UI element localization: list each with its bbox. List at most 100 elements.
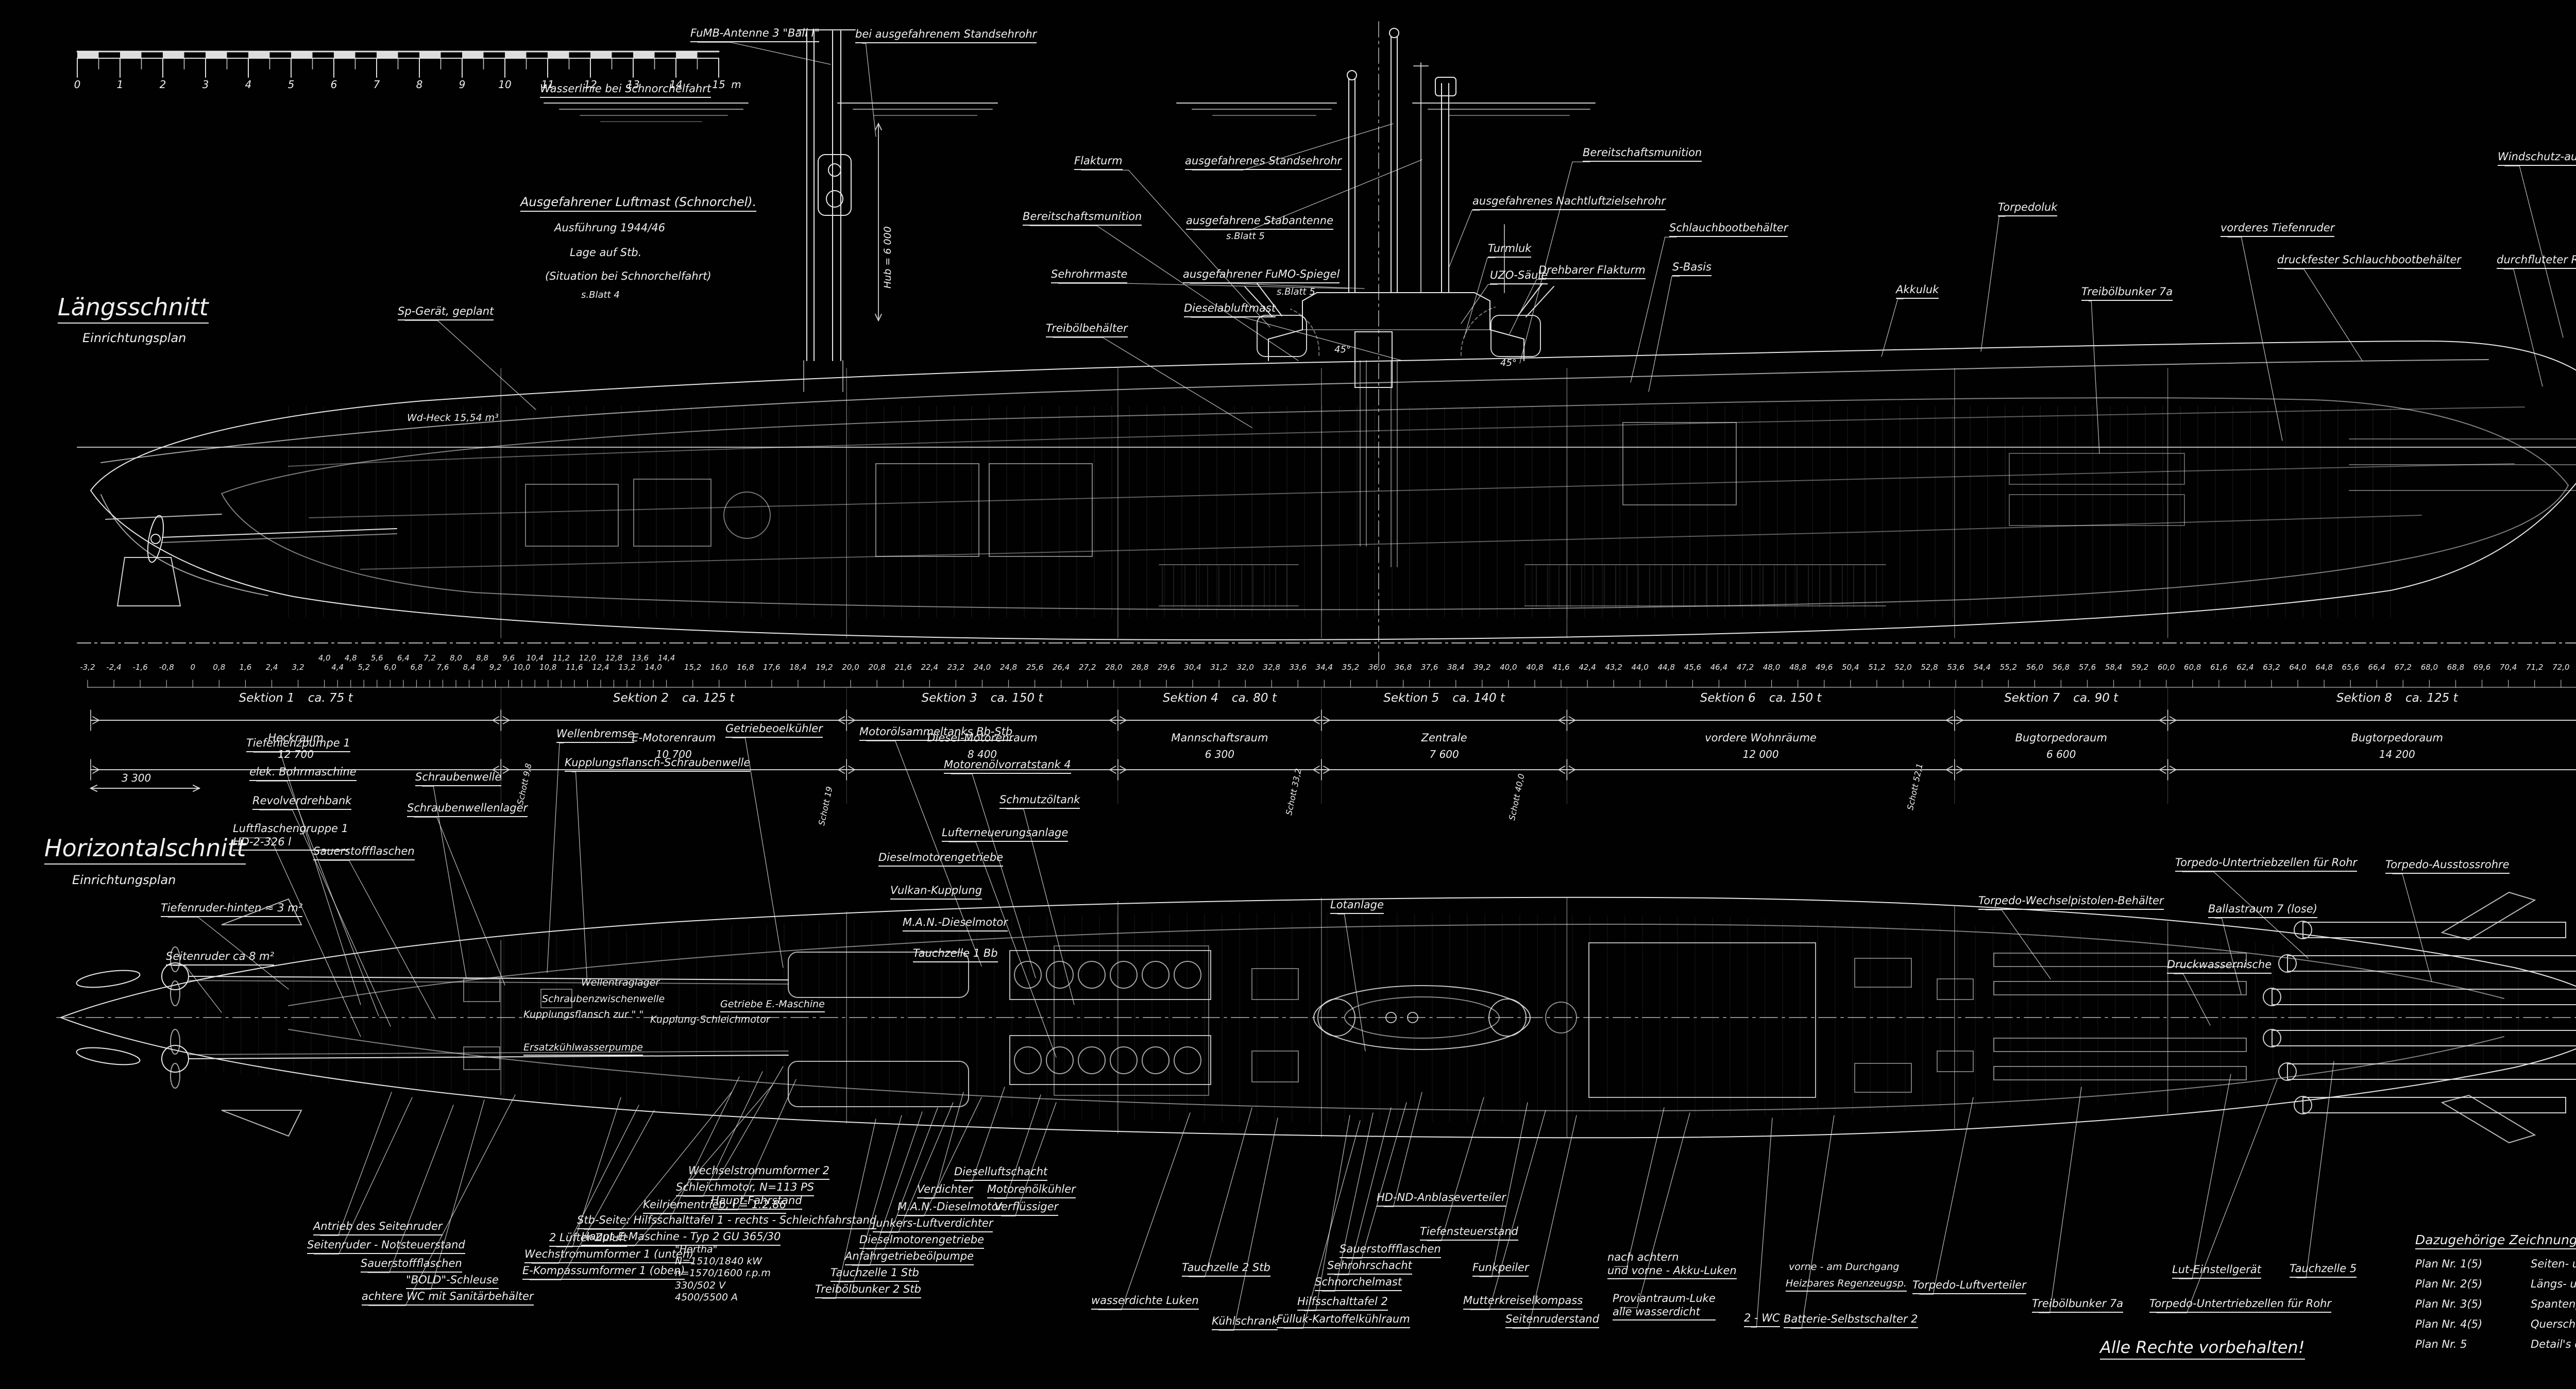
plan-view	[56, 891, 2576, 1144]
ruler-tick-label: 4	[245, 78, 252, 91]
annotation-label: s.Blatt 4	[581, 290, 620, 300]
annotation-label: Sehrohrschacht	[1327, 1259, 1412, 1275]
ruler-tick-label: 15	[712, 78, 725, 91]
station-number: 24,8	[999, 663, 1018, 672]
section-secroom: vordere Wohnräume	[1705, 732, 1817, 744]
station-number: 68,8	[2447, 663, 2465, 672]
annotation-label: Schleichmotor, N=113 PS	[676, 1181, 815, 1196]
station-number: 9,2	[489, 663, 502, 672]
station-number: 6,0	[384, 663, 397, 672]
section-weight: ca. 80 t	[1231, 691, 1277, 705]
station-number: 13,2	[618, 663, 636, 672]
annotation-label: 2 Lüfter-Zuluft	[549, 1231, 628, 1247]
drawing-list-heading: Dazugehörige Zeichnungen:	[2415, 1232, 2576, 1249]
annotation-label: Lufterneuerungsanlage	[942, 826, 1069, 842]
station-number: 57,6	[2078, 663, 2096, 672]
station-number: 6,8	[410, 663, 423, 672]
section-weight: ca. 140 t	[1452, 691, 1505, 705]
drawing-list-row: Plan Nr. 1(5) Seiten- und Draufsicht	[2415, 1258, 2576, 1270]
annotation-label: Turmluk	[1488, 242, 1532, 258]
station-number: -1,6	[132, 663, 148, 672]
section-secroom: Zentrale	[1421, 732, 1467, 744]
station-number: 66,4	[2368, 663, 2385, 672]
station-number: 7,2	[423, 653, 436, 663]
station-number: 69,6	[2473, 663, 2491, 672]
ruler-tick-label: 3	[202, 78, 209, 91]
drawing-list-row: Plan Nr. 3(5)Spantenplan und H.S.	[2415, 1298, 2576, 1310]
station-number: 68,0	[2420, 663, 2438, 672]
drawing-plan-desc: Seiten- und Draufsicht	[2531, 1258, 2576, 1270]
section-secroom: E-Motorenraum	[632, 732, 716, 744]
annotation-label: Luftflaschengruppe 1 HD-2-326 l	[233, 822, 348, 851]
annotation-label: Sauerstoffflaschen	[361, 1257, 462, 1273]
annotation-label: HD-ND-Anblaseverteiler	[1377, 1191, 1506, 1207]
station-number: -0,8	[159, 663, 174, 672]
annotation-label: Motorölsammeltanks Bb-Stb	[859, 725, 1013, 741]
station-number: 11,6	[566, 663, 583, 672]
station-number: 30,4	[1184, 663, 1201, 672]
annotation-label: Seitenruder ca 8 m²	[166, 950, 275, 965]
annotation-label: Tauchzelle 1 Bb	[913, 947, 998, 962]
station-number: 36,0	[1368, 663, 1386, 672]
annotation-label: Tiefenruder-hinten ≈ 3 m²	[161, 902, 303, 917]
annotation-label: Dieselmotorengetriebe	[878, 851, 1003, 867]
station-number: 39,2	[1473, 663, 1491, 672]
annotation-label: Schraubenwellenlager	[407, 802, 528, 817]
drawing-plan-desc: Detail's der Ausrüst.	[2531, 1338, 2576, 1350]
annotation-label: Lotanlage	[1330, 899, 1384, 914]
station-number: 33,6	[1289, 663, 1307, 672]
annotation-label: Antrieb des Seitenruder	[313, 1220, 443, 1235]
drawing-list-row: Plan Nr. 4(5)Querschnitte u. Detail	[2415, 1318, 2576, 1330]
ruler-tick-label: 8	[416, 78, 423, 91]
annotation-label: Torpedo-Untertriebzellen für Rohr	[2175, 856, 2358, 872]
annotation-label: Hilfsschalttafel 2	[1297, 1295, 1388, 1311]
annotation-label: Torpedo-Luftverteiler	[1912, 1279, 2026, 1294]
annotation-label: nach achtern und vorne - Akku-Luken	[1607, 1251, 1737, 1280]
station-number: 0	[190, 663, 196, 672]
annotation-label: Tiefenlenzpumpe 1	[246, 737, 350, 752]
annotation-label: achtere WC mit Sanitärbehälter	[362, 1290, 534, 1306]
annotation-label: Haupt-Fahrstand	[711, 1194, 802, 1210]
annotation-label: Horizontalschnitt	[44, 834, 246, 865]
drawing-plan-number: Plan Nr. 1(5)	[2415, 1258, 2483, 1270]
annotation-label: Lut-Einstellgerät	[2172, 1263, 2261, 1279]
section-secroom: Bugtorpedoraum	[2015, 732, 2107, 744]
annotation-label: Torpedoluk	[1998, 201, 2058, 216]
station-number: 58,4	[2105, 663, 2123, 672]
annotation-label: s.Blatt 5	[1277, 286, 1315, 297]
annotation-label: Verdichter	[917, 1183, 973, 1198]
station-number: 4,4	[331, 663, 344, 672]
station-number: 19,2	[816, 663, 833, 672]
section-secroom: Mannschaftsraum	[1171, 732, 1268, 744]
station-number: 37,6	[1420, 663, 1438, 672]
station-number: 35,2	[1342, 663, 1360, 672]
annotation-label: Batterie-Selbstschalter 2	[1784, 1313, 1918, 1328]
station-number: 11,2	[552, 653, 570, 663]
section-weight: ca. 125 t	[682, 691, 735, 705]
station-number: 20,0	[842, 663, 859, 672]
drawing-plan-number: Plan Nr. 2(5)	[2415, 1278, 2483, 1290]
annotation-label: 45°	[1334, 344, 1351, 355]
annotation-label: 3 300	[122, 772, 151, 784]
station-number: 71,2	[2526, 663, 2544, 672]
annotation-label: Einrichtungsplan	[82, 331, 187, 345]
section-secroom: Heckraum	[268, 732, 324, 744]
section-seclen: 10 700	[655, 748, 692, 760]
station-number: 12,0	[579, 653, 597, 663]
drawing-plan-desc: Querschnitte u. Detail	[2531, 1318, 2576, 1330]
ruler-tick-label: 0	[74, 78, 81, 91]
station-number: 41,6	[1552, 663, 1570, 672]
annotation-label: Sauerstoffflaschen	[313, 845, 415, 860]
station-number: 53,6	[1947, 663, 1964, 672]
ruler-tick-label: 9	[459, 78, 466, 91]
station-number: 32,8	[1263, 663, 1280, 672]
annotation-label: Schnorchelmast	[1315, 1276, 1402, 1291]
station-number: 21,6	[894, 663, 912, 672]
annotation-label: Getriebe E.-Maschine	[720, 998, 825, 1013]
station-number: 47,2	[1736, 663, 1754, 672]
annotation-label: ausgefahrener FuMO-Spiegel	[1183, 268, 1340, 283]
station-number: 64,0	[2289, 663, 2307, 672]
